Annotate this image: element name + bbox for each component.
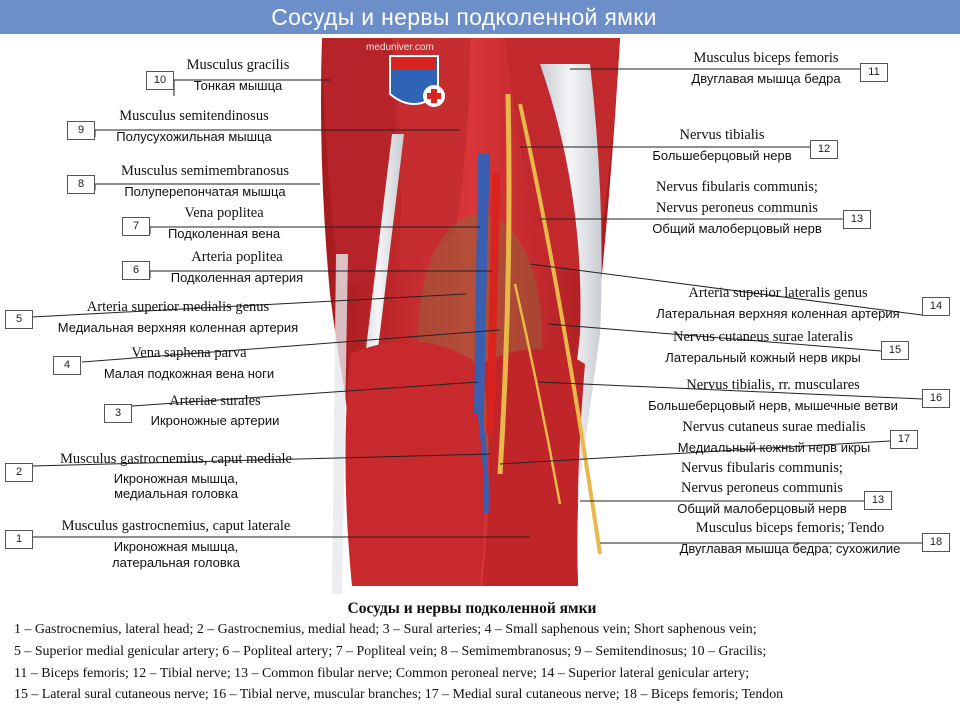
russian-name: Тонкая мышца: [193, 78, 283, 93]
latin-name: Nervus cutaneus surae medialis: [682, 419, 866, 435]
leader-line: [31, 453, 491, 467]
latin-name: Arteriae surales: [169, 393, 261, 409]
latin-name-line2: Nervus peroneus communis: [656, 200, 818, 216]
russian-name: Медиальный кожный нерв икры: [677, 440, 871, 455]
leader-line: [529, 263, 923, 316]
russian-name: Полусухожильная мышца: [116, 129, 272, 144]
russian-name: Общий малоберцовый нерв: [652, 221, 822, 236]
latin-name: Musculus semitendinosus: [119, 108, 269, 124]
popliteal-artery: [486, 174, 500, 434]
latin-name: Nervus fibularis communis;: [681, 460, 843, 476]
latin-name: Arteria superior lateralis genus: [688, 285, 868, 301]
number-box: 15: [881, 341, 909, 360]
russian-name: Латеральная верхняя коленная артерия: [656, 306, 900, 321]
latin-name: Nervus cutaneus surae lateralis: [673, 329, 853, 345]
number-box: 9: [67, 121, 95, 140]
small-saphenous-vein: [477, 413, 489, 515]
latin-name: Musculus gastrocnemius, caput laterale: [61, 518, 291, 534]
number-box: 2: [5, 463, 33, 482]
number-box: 8: [67, 175, 95, 194]
number-box: 4: [53, 356, 81, 375]
russian-name: Двуглавая мышца бедра: [691, 71, 841, 86]
number-box: 11: [860, 63, 888, 82]
number-box: 7: [122, 217, 150, 236]
russian-name: Икроножная мышца,: [113, 539, 239, 554]
russian-name: Подколенная вена: [167, 226, 281, 241]
tibial-nerve: [497, 93, 512, 475]
leader-line: [131, 381, 479, 407]
russian-name: Подколенная артерия: [170, 270, 304, 285]
russian-name: Большеберцовый нерв: [652, 148, 792, 163]
gastrocnemius-lateral-head: [482, 349, 585, 586]
number-box: 6: [122, 261, 150, 280]
latin-name: Arteria superior medialis genus: [86, 299, 270, 315]
legend-line-4: 15 – Lateral sural cutaneous nerve; 16 –…: [14, 687, 784, 702]
number-box: 18: [922, 533, 950, 552]
biceps-tendon: [540, 64, 602, 554]
russian-name: Медиальная верхняя коленная артерия: [57, 320, 299, 335]
latin-name: Musculus biceps femoris; Tendo: [695, 520, 885, 536]
russian-name: Общий малоберцовый нерв: [677, 501, 847, 516]
latin-name: Musculus gracilis: [186, 57, 290, 73]
common-fibular-nerve: [518, 103, 602, 555]
latin-name: Vena saphena parva: [131, 345, 247, 361]
russian-name-line2: латеральная головка: [112, 555, 240, 570]
legend-line-3: 11 – Biceps femoris; 12 – Tibial nerve; …: [14, 666, 750, 681]
russian-name: Большеберцовый нерв, мышечные ветви: [648, 398, 898, 413]
number-box: 17: [890, 430, 918, 449]
number-box: 3: [104, 404, 132, 423]
latin-name: Nervus tibialis, rr. musculares: [686, 377, 860, 393]
number-box: 5: [5, 310, 33, 329]
latin-name: Musculus gastrocnemius, caput mediale: [60, 451, 292, 467]
russian-name: Икроножные артерии: [150, 413, 280, 428]
russian-name: Латеральный кожный нерв икры: [665, 350, 861, 365]
leader-line: [499, 440, 891, 465]
number-box: 13: [864, 491, 892, 510]
leader-line: [547, 323, 882, 352]
title-banner: Сосуды и нервы подколенной ямки: [0, 0, 960, 34]
russian-name: Двуглавая мышца бедра; сухожилие: [679, 541, 901, 556]
anatomy-illustration: [31, 38, 923, 594]
russian-name: Малая подкожная вена ноги: [103, 366, 275, 381]
leader-line: [81, 329, 501, 363]
latin-name: Nervus tibialis: [679, 127, 765, 143]
page-title: Сосуды и нервы подколенной ямки: [271, 4, 657, 30]
watermark-logo: meduniver.com: [366, 42, 434, 53]
number-box: 10: [146, 71, 174, 90]
number-box: 1: [5, 530, 33, 549]
legend-line-2: 5 – Superior medial genicular artery; 6 …: [14, 644, 767, 659]
cutaneous-nerve: [513, 283, 562, 505]
caption-title: Сосуды и нервы подколенной ямки: [347, 600, 597, 617]
russian-name: Полуперепончатая мышца: [124, 184, 286, 199]
russian-name: Икроножная мышца,: [113, 471, 239, 486]
popliteal-vein: [474, 154, 490, 414]
number-box: 12: [810, 140, 838, 159]
latin-name: Musculus semimembranosus: [121, 163, 289, 179]
number-box: 14: [922, 297, 950, 316]
latin-name: Nervus fibularis communis;: [656, 179, 818, 195]
gracilis-tendon: [332, 254, 348, 594]
gastrocnemius-medial-head: [345, 341, 486, 586]
latin-name: Vena poplitea: [184, 205, 264, 221]
latin-name: Musculus biceps femoris: [693, 50, 839, 66]
latin-name: Arteria poplitea: [191, 249, 283, 265]
russian-name-line2: медиальная головка: [114, 486, 238, 501]
leader-line: [537, 381, 923, 400]
legend-line-1: 1 – Gastrocnemius, lateral head; 2 – Gas…: [14, 622, 757, 637]
number-box: 13: [843, 210, 871, 229]
latin-name-line2: Nervus peroneus communis: [681, 480, 843, 496]
gracilis-muscle: [322, 38, 395, 284]
leader-line: [31, 293, 467, 318]
number-box: 16: [922, 389, 950, 408]
